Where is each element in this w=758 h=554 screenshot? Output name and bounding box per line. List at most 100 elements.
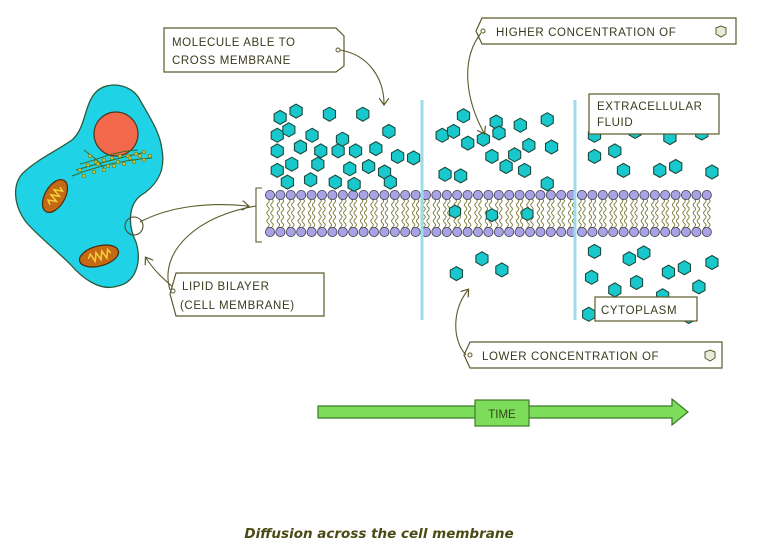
ribosome <box>81 173 87 179</box>
phospholipid <box>525 189 536 237</box>
molecule-outside <box>438 166 452 182</box>
molecules <box>270 101 719 325</box>
molecule-in-membrane <box>448 204 462 219</box>
ribosome <box>121 161 127 167</box>
phospholipid-head <box>514 226 525 237</box>
ribosome <box>105 163 111 169</box>
phospholipid-head <box>608 226 619 237</box>
molecule-outside <box>406 150 421 166</box>
phospholipid <box>264 189 275 237</box>
phospholipid-head <box>327 189 338 200</box>
figure-caption: Diffusion across the cell membrane <box>244 526 514 542</box>
phospholipid-head <box>649 189 660 200</box>
zoom-arrow <box>139 205 248 223</box>
molecule-outside <box>347 176 361 193</box>
ribosome <box>131 159 137 165</box>
molecule-outside <box>314 143 328 159</box>
molecule-outside <box>285 156 299 172</box>
phospholipid <box>285 189 296 237</box>
higher-concentration-arrow <box>467 32 484 133</box>
molecule-outside <box>293 139 308 155</box>
phospholipid-head <box>452 189 463 200</box>
molecule-outside <box>322 106 337 122</box>
ribosome <box>109 155 115 161</box>
molecule-label-arrow <box>339 49 384 104</box>
phospholipid-head <box>660 226 671 237</box>
phospholipid-head <box>556 226 567 237</box>
molecule-inside <box>622 251 636 267</box>
molecule-outside <box>361 158 376 175</box>
molecule-outside <box>270 127 284 143</box>
molecule-inside <box>587 243 602 260</box>
phospholipid-head <box>400 226 411 237</box>
phospholipid-head <box>285 226 296 237</box>
ribosome <box>85 162 91 168</box>
phospholipid-head <box>379 226 390 237</box>
molecule-inside <box>495 262 509 278</box>
phospholipid <box>629 189 640 237</box>
molecule-outside <box>348 143 363 159</box>
molecule-inside <box>637 245 651 261</box>
molecule-inside <box>692 279 706 295</box>
phospholipid-head <box>441 226 452 237</box>
phospholipid-head <box>597 226 608 237</box>
molecule-outside <box>492 125 506 141</box>
phospholipid-head <box>649 226 660 237</box>
phospholipid-head <box>462 226 473 237</box>
phospholipid <box>337 189 348 237</box>
phospholipid-head <box>587 189 598 200</box>
molecule-inside <box>449 265 464 282</box>
ribosome <box>91 169 97 175</box>
molecule-outside <box>540 112 554 128</box>
phospholipid-head <box>691 226 702 237</box>
lipid-line1: LIPID BILAYER <box>182 281 269 293</box>
ribosome <box>117 153 123 159</box>
lower-concentration-arrow <box>455 290 468 356</box>
molecule-outside <box>282 122 296 138</box>
phospholipid-head <box>316 189 327 200</box>
molecule-label-line2: CROSS MEMBRANE <box>172 55 291 67</box>
ribosome <box>101 167 107 173</box>
molecule-outside <box>270 162 284 179</box>
molecule-in-membrane <box>485 208 499 223</box>
phospholipid <box>316 189 327 237</box>
molecule-outside <box>383 174 397 190</box>
molecule-outside <box>456 108 471 124</box>
phospholipid-head <box>577 226 588 237</box>
phospholipid-head <box>681 189 692 200</box>
ribosome <box>147 153 153 159</box>
phospholipid-head <box>441 189 452 200</box>
phospholipid-head <box>670 226 681 237</box>
molecule-in-membrane <box>521 206 534 222</box>
phospholipid <box>493 189 504 237</box>
molecule-outside <box>653 162 667 179</box>
phospholipid-head <box>306 189 317 200</box>
phospholipid <box>462 189 473 237</box>
phospholipid-head <box>368 226 379 237</box>
phospholipid <box>472 189 483 237</box>
phospholipid-head <box>337 226 348 237</box>
molecule-outside <box>305 127 319 143</box>
phospholipid <box>670 189 681 237</box>
molecule-outside <box>328 174 342 190</box>
phospholipid-head <box>525 226 536 237</box>
phospholipid-head <box>275 226 286 237</box>
phospholipid-head <box>629 226 640 237</box>
molecule-outside <box>587 148 602 165</box>
molecule-outside <box>331 143 345 159</box>
phospholipid <box>389 189 400 237</box>
molecule-outside <box>356 106 370 122</box>
lipid-bilayer <box>264 189 712 237</box>
phospholipid-head <box>452 226 463 237</box>
phospholipid-head <box>629 189 640 200</box>
phospholipid-head <box>504 189 515 200</box>
molecule-inside <box>582 306 596 322</box>
molecule-outside <box>517 162 532 179</box>
ribosome <box>77 167 83 173</box>
mitochondrion-2 <box>78 244 120 268</box>
extracellular-line2: FLUID <box>597 117 633 129</box>
molecule-outside <box>499 158 513 175</box>
molecule-label: MOLECULE ABLE TO CROSS MEMBRANE <box>163 27 345 73</box>
phospholipid <box>368 189 379 237</box>
molecule-outside <box>540 176 554 192</box>
